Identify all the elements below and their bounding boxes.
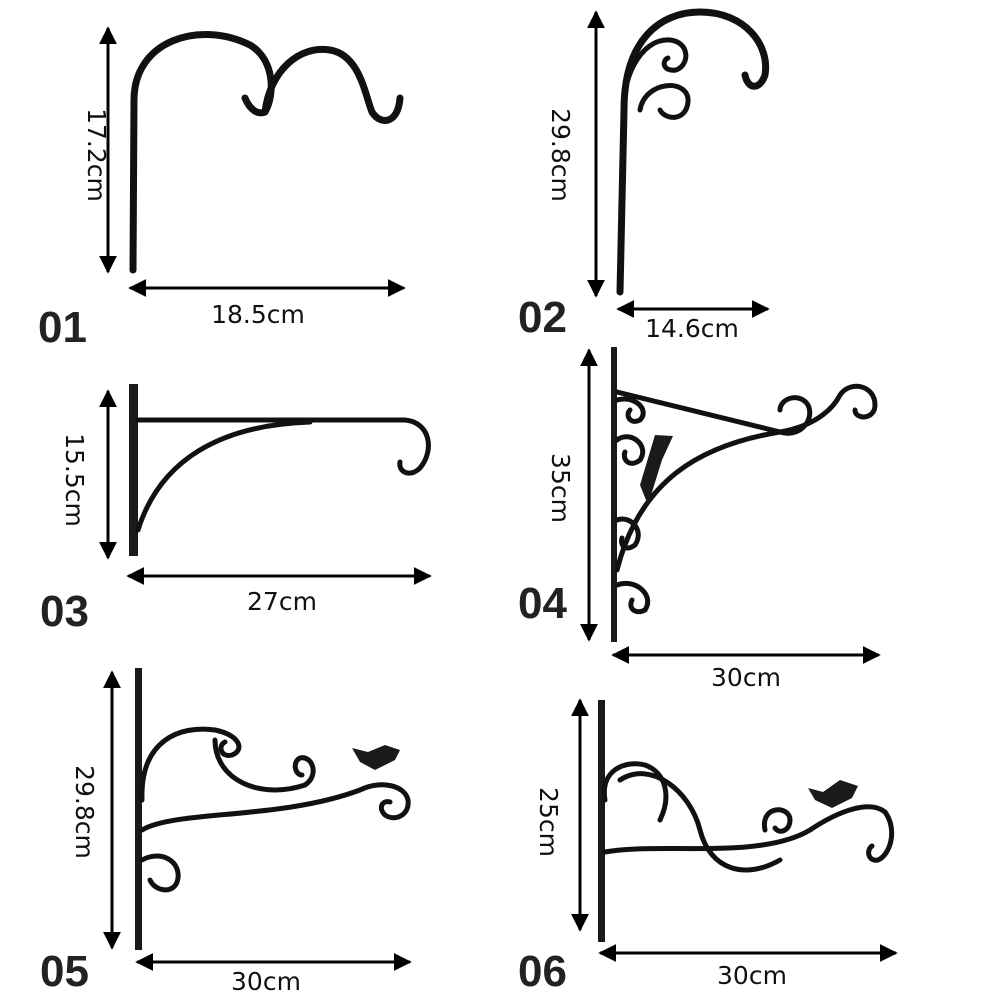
height-label-01: 17.2cm bbox=[82, 108, 111, 202]
bracket-02: 29.8cm 14.6cm 02 bbox=[518, 8, 770, 343]
width-label-05: 30cm bbox=[231, 967, 301, 996]
bracket-06: 25cm 30cm 06 bbox=[518, 698, 898, 996]
width-label-02: 14.6cm bbox=[645, 314, 739, 343]
item-number-01: 01 bbox=[38, 303, 87, 352]
width-label-01: 18.5cm bbox=[211, 300, 305, 329]
bracket-05: 29.8cm 30cm 05 bbox=[40, 668, 412, 996]
bracket-04: 35cm 30cm 04 bbox=[518, 347, 881, 692]
item-number-05: 05 bbox=[40, 947, 89, 996]
width-label-04: 30cm bbox=[711, 663, 781, 692]
bracket-01: 17.2cm 18.5cm 01 bbox=[38, 26, 406, 352]
bracket-03: 15.5cm 27cm 03 bbox=[40, 384, 432, 636]
height-label-05: 29.8cm bbox=[70, 765, 99, 859]
item-number-02: 02 bbox=[518, 293, 567, 342]
item-number-06: 06 bbox=[518, 947, 567, 996]
height-label-02: 29.8cm bbox=[546, 108, 575, 202]
width-label-06: 30cm bbox=[717, 961, 787, 990]
height-label-04: 35cm bbox=[546, 453, 575, 523]
item-number-03: 03 bbox=[40, 587, 89, 636]
width-label-03: 27cm bbox=[247, 587, 317, 616]
height-label-06: 25cm bbox=[534, 787, 563, 857]
height-label-03: 15.5cm bbox=[60, 433, 89, 527]
item-number-04: 04 bbox=[518, 579, 567, 628]
